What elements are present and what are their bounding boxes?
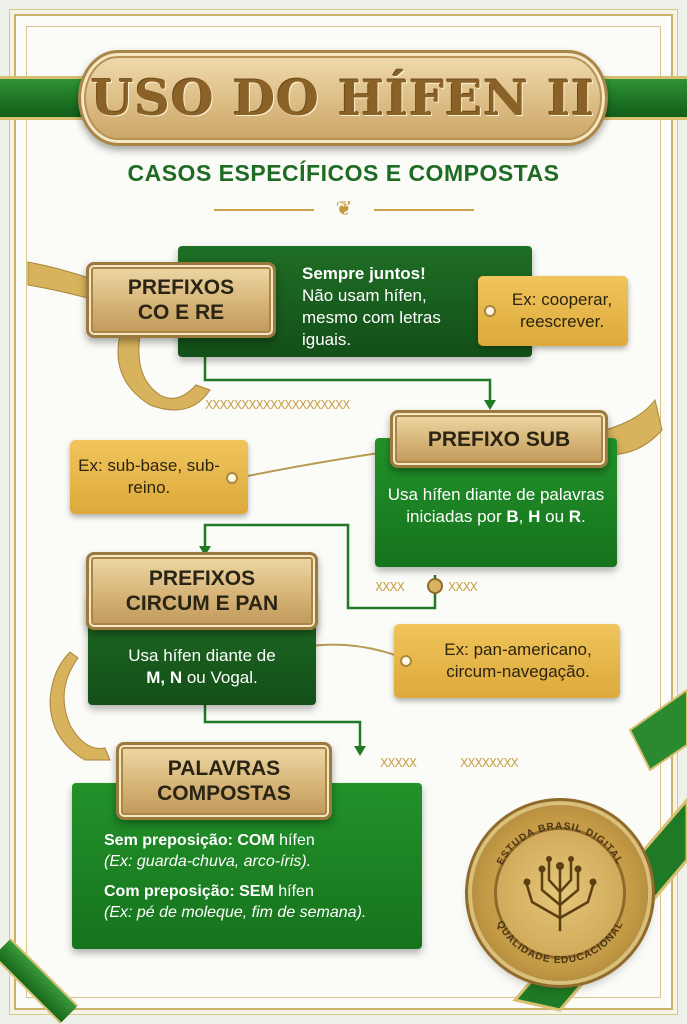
section-sub-rule-end: . <box>581 507 586 526</box>
cross-stitch-decoration: XXXX <box>448 580 478 594</box>
section-circum-pan-rule-line1: Usa hífen diante de <box>128 646 276 665</box>
letters-m-n: M, N <box>146 668 183 687</box>
tag-hole-icon <box>400 655 412 667</box>
section-circum-pan-rule-or: ou Vogal. <box>182 668 258 687</box>
circuit-tree-icon <box>523 856 597 932</box>
section-sub-heading-plaque: PREFIXO SUB <box>390 410 608 468</box>
letter-h: H <box>528 507 541 526</box>
section-sub-example-tag: Ex: sub-base, sub-reino. <box>70 440 248 514</box>
title-plaque: USO DO HÍFEN II <box>78 50 608 146</box>
cross-stitch-decoration: XXXXX <box>380 756 417 770</box>
tag-hole-icon <box>484 305 496 317</box>
cross-stitch-decoration: XXXXXXXXXXXXXXXXXXXX <box>205 398 350 412</box>
section-compostas-heading: PALAVRAS COMPOSTAS <box>157 757 291 805</box>
rule-com-preposicao-example: (Ex: pé de moleque, fim de semana). <box>104 904 367 921</box>
letter-r: R <box>568 507 582 526</box>
ornament-icon: ❦ <box>335 196 353 220</box>
section-circum-pan-heading: PREFIXOS CIRCUM E PAN <box>125 567 279 615</box>
section-circum-pan-example: Ex: pan-americano, circum-navegação. <box>444 640 592 681</box>
rule-sem-preposicao-bold: Sem preposição: COM <box>104 832 275 849</box>
rule-com-preposicao-bold: Com preposição: SEM <box>104 883 274 900</box>
section-compostas-rules: Sem preposição: COM hífen (Ex: guarda-ch… <box>104 830 416 923</box>
section-sub-rule-text: Usa hífen diante de palavras iniciadas p… <box>387 485 605 526</box>
rule-sem-preposicao: Sem preposição: COM hífen <box>104 830 416 851</box>
rule-sem-preposicao-example: (Ex: guarda-chuva, arco-íris). <box>104 853 312 870</box>
section-compostas-heading-plaque: PALAVRAS COMPOSTAS <box>116 742 332 820</box>
section-sub-rule-sep1: , <box>518 507 529 526</box>
section-circum-pan-heading-plaque: PREFIXOS CIRCUM E PAN <box>86 552 318 630</box>
cross-stitch-decoration: XXXXXXXX <box>460 756 519 770</box>
section-co-re-heading-plaque: PREFIXOS CO E RE <box>86 262 276 338</box>
divider-left <box>214 209 314 211</box>
rule-sem-preposicao-rest: hífen <box>274 832 315 849</box>
cross-stitch-decoration: XXXX <box>375 580 405 594</box>
section-sub-heading: PREFIXO SUB <box>427 427 571 451</box>
section-co-re-rule-bold: Sempre juntos! <box>302 264 426 283</box>
seal-text-ring: ESTUDA BRASIL DIGITAL QUALIDADE EDUCACIO… <box>494 821 626 966</box>
section-circum-pan-rule-line2: M, N ou Vogal. <box>94 667 310 689</box>
section-circum-pan-example-tag: Ex: pan-americano, circum-navegação. <box>394 624 620 698</box>
section-sub-rule-sep2: ou <box>540 507 569 526</box>
section-co-re-example: Ex: cooperar, reescrever. <box>511 290 613 331</box>
seal-top-text: ESTUDA BRASIL DIGITAL <box>495 821 625 867</box>
rule-com-preposicao: Com preposição: SEM hífen <box>104 881 416 902</box>
section-sub-example: Ex: sub-base, sub-reino. <box>78 456 220 497</box>
section-circum-pan-rule: Usa hífen diante de M, N ou Vogal. <box>94 645 310 689</box>
divider-right <box>374 209 474 211</box>
page-subtitle: CASOS ESPECÍFICOS E COMPOSTAS <box>127 160 560 186</box>
tag-hole-icon <box>226 472 238 484</box>
section-co-re-rule: Sempre juntos! Não usam hífen, mesmo com… <box>302 263 472 351</box>
letter-b: B <box>506 507 519 526</box>
rule-com-preposicao-rest: hífen <box>273 883 314 900</box>
page-title: USO DO HÍFEN II <box>90 69 596 127</box>
quality-seal: ESTUDA BRASIL DIGITAL QUALIDADE EDUCACIO… <box>472 805 648 981</box>
section-co-re-heading: PREFIXOS CO E RE <box>127 276 235 324</box>
seal-bottom-text: QUALIDADE EDUCACIONAL <box>494 919 626 966</box>
seal-inner <box>494 827 626 959</box>
section-co-re-example-tag: Ex: cooperar, reescrever. <box>478 276 628 346</box>
section-sub-rule: Usa hífen diante de palavras iniciadas p… <box>385 484 607 528</box>
page-frame-inner <box>26 26 661 998</box>
section-co-re-rule-text: Não usam hífen, mesmo com letras iguais. <box>302 286 441 349</box>
